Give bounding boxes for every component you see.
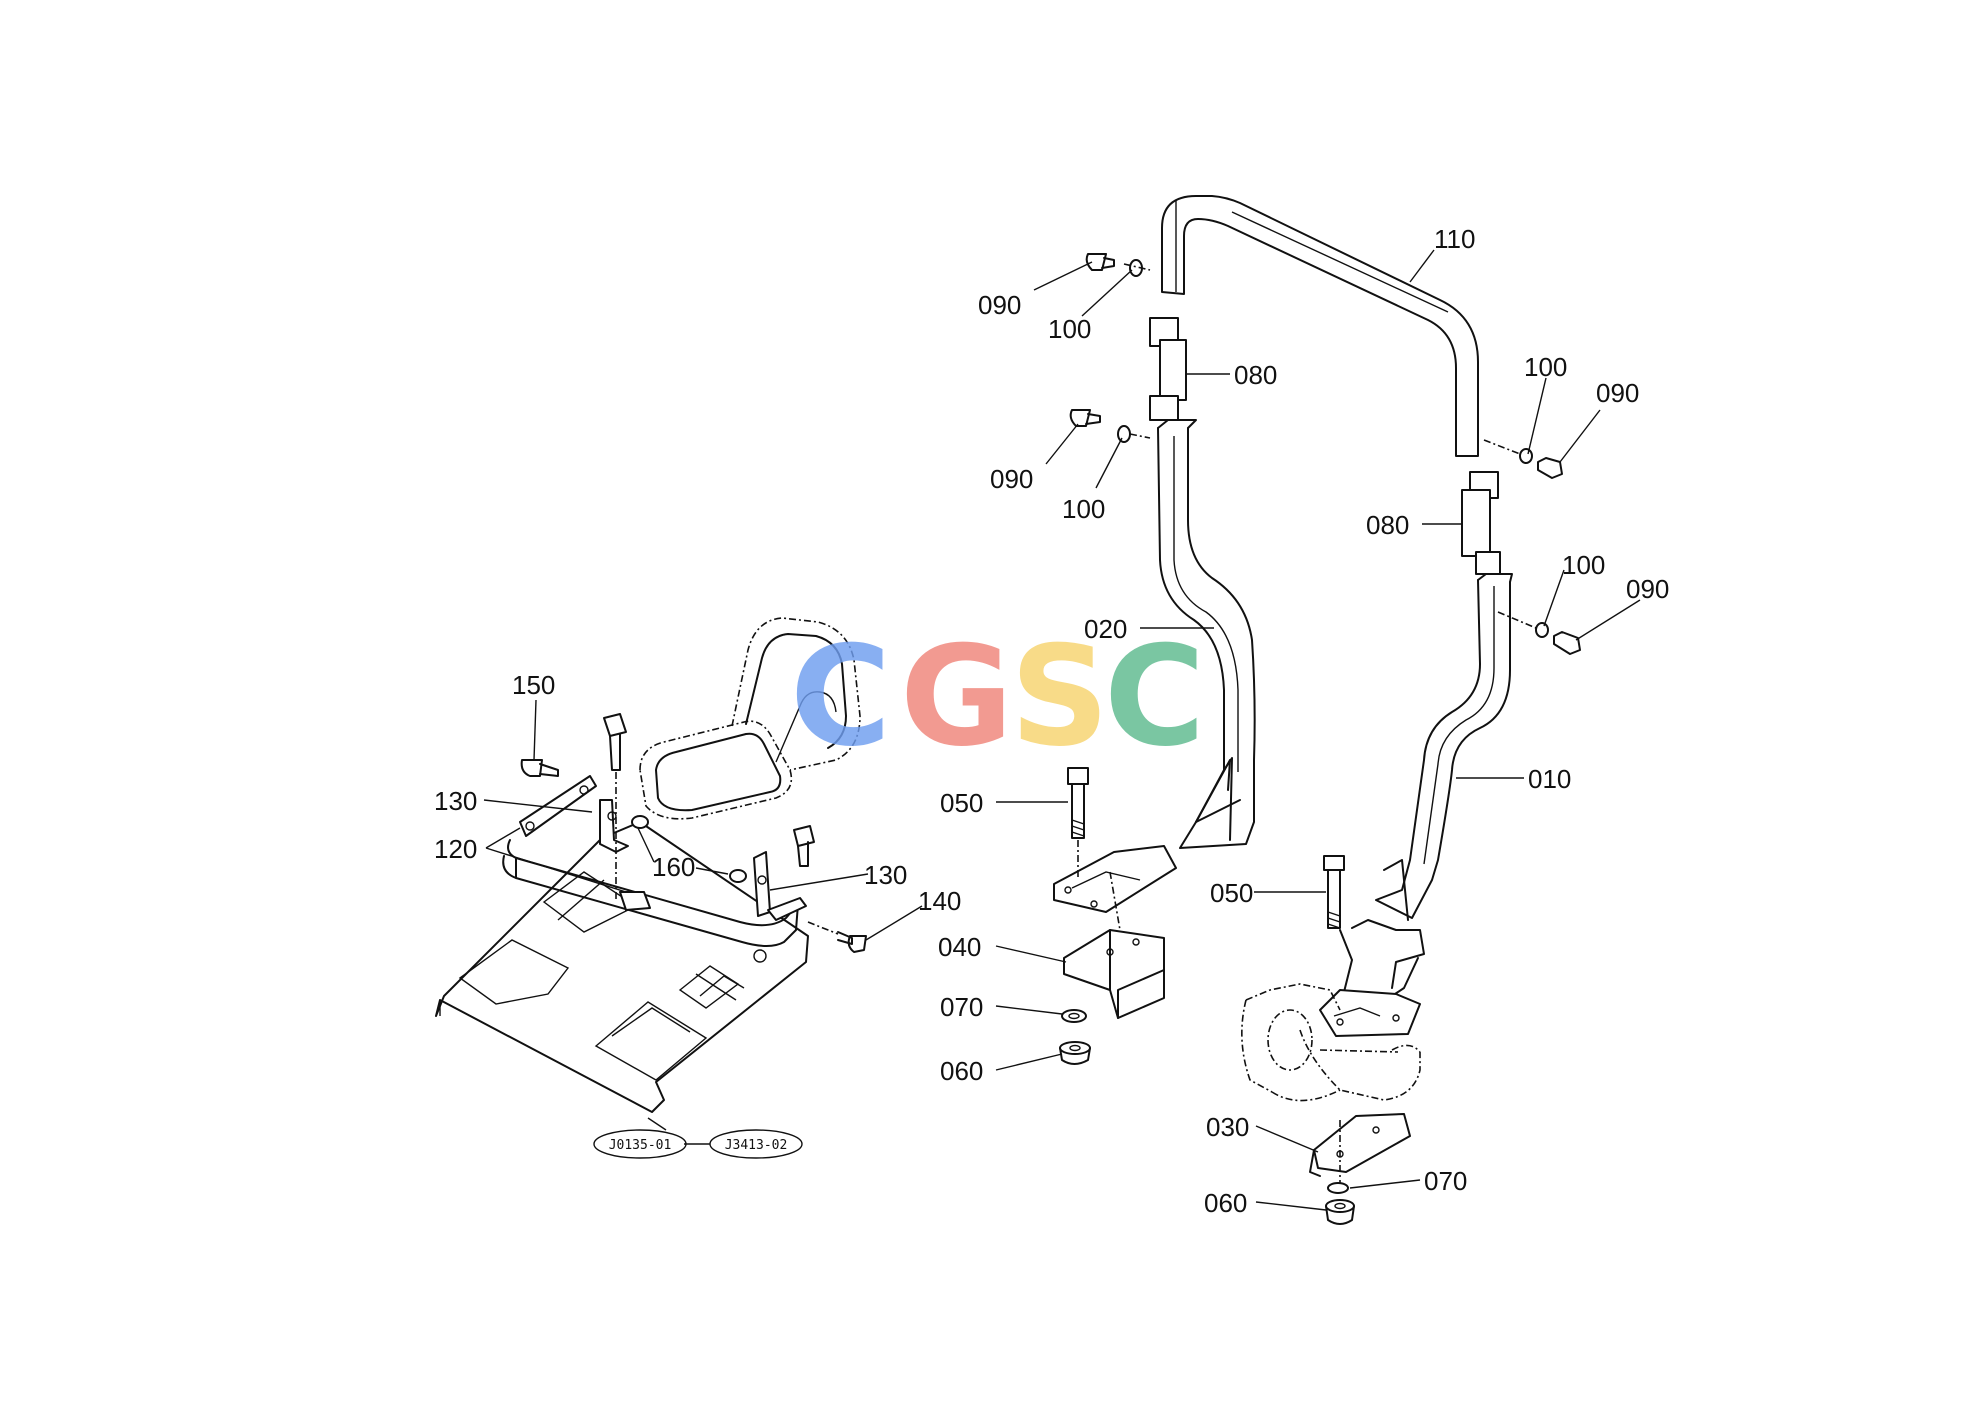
seat [639,617,861,820]
spacer-080-left [1149,317,1187,421]
bolt-150 [520,759,559,777]
callout-110: 110 [1434,224,1475,254]
callout-090-top-right: 090 [1596,378,1639,408]
nut-160-b [729,869,747,883]
washer-070-left [1061,1009,1087,1023]
bolt-050-right [1323,855,1345,929]
callout-070-left: 070 [940,992,983,1022]
callout-030: 030 [1206,1112,1249,1142]
bolt-140 [807,921,867,953]
post-010 [1319,573,1513,1037]
callout-140: 140 [918,886,961,916]
callout-020: 020 [1084,614,1127,644]
watermark-letter-1: C [790,616,891,777]
callout-100-mid-left: 100 [1062,494,1105,524]
callout-130-right: 130 [864,860,907,890]
callout-060-right: 060 [1204,1188,1247,1218]
bolt-090-mid-right [1497,611,1581,655]
callout-100-top-right: 100 [1524,352,1567,382]
bolt-090-top-left [1085,253,1151,277]
watermark-letter-2: G [900,616,1013,777]
ref-oval-2 [709,1129,803,1159]
callout-050-left: 050 [940,788,983,818]
bolt-090-mid-left [1069,409,1151,443]
callout-080-right: 080 [1366,510,1409,540]
callout-060-left: 060 [940,1056,983,1086]
bracket-130-right [753,851,807,921]
bracket-040 [1063,929,1165,1019]
callout-040: 040 [938,932,981,962]
callout-100-top-left: 100 [1048,314,1091,344]
callout-090-mid-left: 090 [990,464,1033,494]
callout-080-left: 080 [1234,360,1277,390]
callout-010: 010 [1528,764,1571,794]
transmission-housing [1241,983,1421,1102]
bolt-050-left [1067,767,1089,880]
callout-130-left: 130 [434,786,477,816]
nut-060-right [1325,1199,1355,1225]
washer-070-right [1327,1182,1349,1194]
ref-oval-1 [593,1129,687,1159]
leader-lines [483,249,1641,1211]
callout-050-right: 050 [1210,878,1253,908]
callout-labels: 110 090 100 080 090 100 100 090 080 100 … [434,224,1669,1218]
ref-label-2: J3413-02 [725,1138,788,1153]
watermark-letter-3: S [1010,616,1109,777]
frame-110 [1161,195,1479,457]
reference-tags: J0135-01 J3413-02 [593,1129,803,1159]
callout-070-right: 070 [1424,1166,1467,1196]
spacer-080-right [1461,471,1501,575]
bolt-vertical-right [793,825,815,867]
callout-120: 120 [434,834,477,864]
bolt-vertical-top [603,713,627,900]
bracket-130-left [519,775,629,853]
nut-160-a [631,815,649,829]
ref-label-1: J0135-01 [609,1138,672,1153]
nut-060-left [1059,1041,1091,1065]
bracket-030 [1309,1113,1411,1186]
callout-090-mid-right: 090 [1626,574,1669,604]
callout-100-mid-right: 100 [1562,550,1605,580]
callout-150: 150 [512,670,555,700]
callout-160: 160 [652,852,695,882]
watermark-logo: C G S C [790,616,1205,777]
callout-090-top-left: 090 [978,290,1021,320]
watermark-letter-4: C [1104,616,1205,777]
post-020 [1053,419,1256,931]
step-platform [435,821,809,1113]
